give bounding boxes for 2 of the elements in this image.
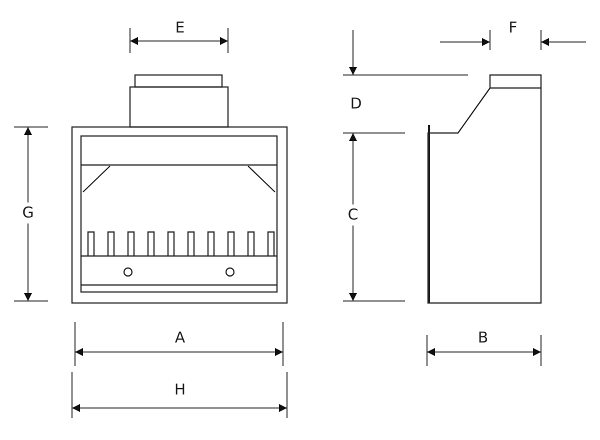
dimension-label: C [346,204,360,226]
dimension-label: G [20,202,36,224]
